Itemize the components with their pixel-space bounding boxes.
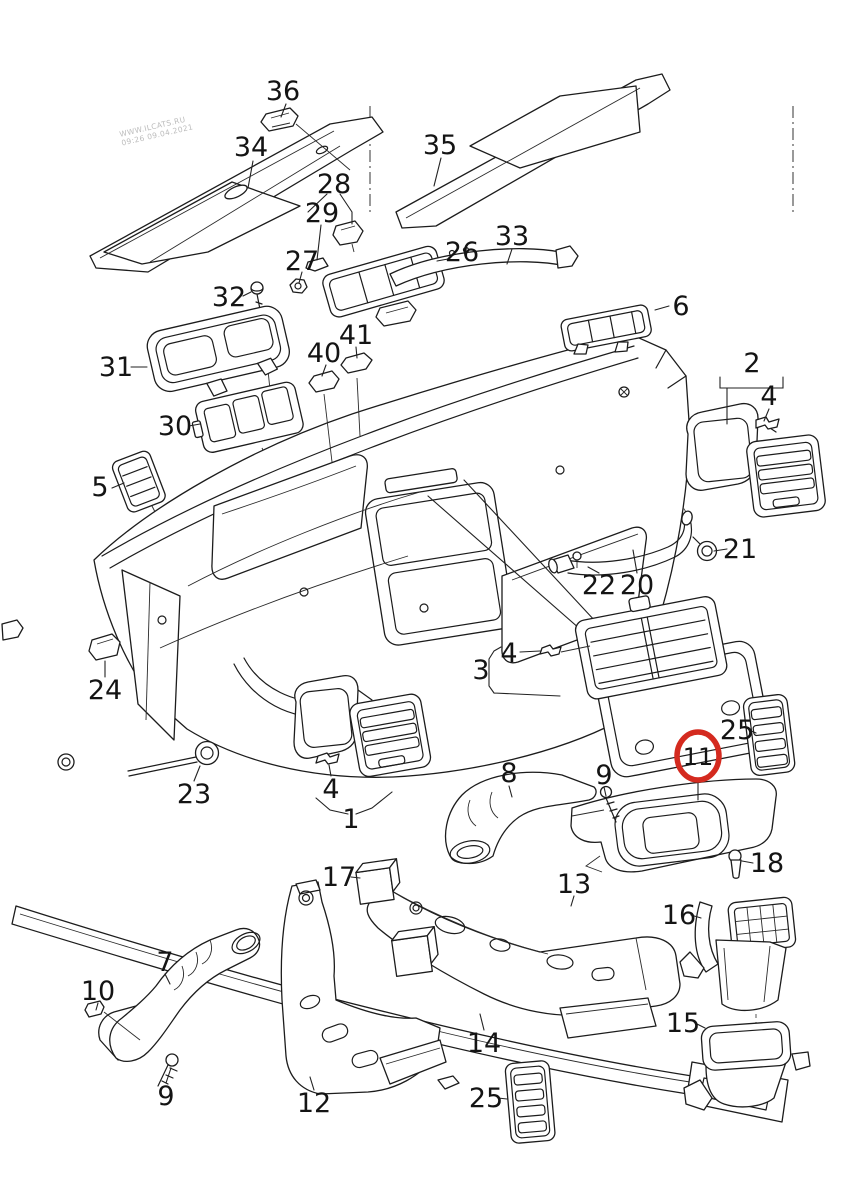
part-label-27[interactable]: 27 — [285, 246, 319, 277]
part-9-screw-right — [599, 785, 620, 823]
part-label-18[interactable]: 18 — [750, 848, 784, 879]
part-23-knob — [127, 740, 220, 777]
part-25-vent-bottom — [504, 1060, 556, 1144]
part-label-34[interactable]: 34 — [234, 132, 268, 163]
part-41-clip — [340, 352, 373, 437]
part-label-25a[interactable]: 25 — [720, 715, 754, 746]
part-1-vent-assembly — [293, 674, 432, 778]
part-label-32[interactable]: 32 — [212, 282, 246, 313]
part-4-clip-right — [755, 416, 780, 430]
part-label-40[interactable]: 40 — [307, 338, 341, 369]
part-label-2[interactable]: 2 — [743, 348, 760, 379]
watermark: WWW.ILCATS.RU 09:26 09.04.2021 — [119, 115, 195, 148]
part-label-10[interactable]: 10 — [81, 976, 115, 1007]
part-10-clip — [84, 1000, 141, 1041]
part-label-17[interactable]: 17 — [322, 862, 356, 893]
part-31-frame — [146, 305, 290, 397]
part-29-clip — [332, 220, 364, 253]
part-label-9b[interactable]: 9 — [157, 1081, 174, 1112]
part-40-clip — [308, 370, 340, 463]
part-label-16[interactable]: 16 — [662, 900, 696, 931]
part-12-side-duct — [280, 879, 447, 1095]
part-label-4a[interactable]: 4 — [760, 381, 777, 412]
part-20-hose — [565, 510, 693, 576]
part-label-29[interactable]: 29 — [305, 198, 339, 229]
part-label-9a[interactable]: 9 — [595, 760, 612, 791]
part-label-20[interactable]: 20 — [620, 570, 654, 601]
part-label-4b[interactable]: 4 — [322, 774, 339, 805]
part-label-36[interactable]: 36 — [266, 76, 300, 107]
part-label-1[interactable]: 1 — [342, 804, 359, 835]
part-4-clip-center — [539, 644, 562, 657]
part-label-7[interactable]: 7 — [156, 947, 173, 978]
part-label-12[interactable]: 12 — [297, 1088, 331, 1119]
leader-lines — [95, 103, 784, 1100]
part-label-30[interactable]: 30 — [158, 411, 192, 442]
part-30-housing — [191, 381, 304, 453]
part-2-vent-assembly — [685, 402, 826, 518]
part-label-25b[interactable]: 25 — [469, 1083, 503, 1114]
part-label-8[interactable]: 8 — [500, 758, 517, 789]
part-15-duct-elbow — [683, 1021, 811, 1111]
part-label-28[interactable]: 28 — [317, 169, 351, 200]
part-label-33[interactable]: 33 — [495, 221, 529, 252]
part-21-grommet — [692, 536, 718, 562]
part-label-13[interactable]: 13 — [557, 869, 591, 900]
part-34-cowl-grille — [89, 116, 384, 273]
part-label-5[interactable]: 5 — [91, 472, 108, 503]
part-8-curved-duct — [444, 771, 597, 865]
part-label-31[interactable]: 31 — [99, 352, 133, 383]
part-5-side-vent — [111, 450, 166, 513]
part-11-tray-panel — [570, 778, 777, 873]
part-label-24[interactable]: 24 — [88, 675, 122, 706]
highlighted-part-11[interactable]: 11 — [674, 729, 722, 783]
part-label-21[interactable]: 21 — [723, 534, 757, 565]
part-33-trim-strip — [389, 245, 579, 287]
part-35-cowl-grille — [395, 73, 671, 229]
part-label-35[interactable]: 35 — [423, 130, 457, 161]
part-18-push-pin — [728, 849, 742, 879]
part-label-15[interactable]: 15 — [666, 1008, 700, 1039]
part-dashboard-body — [1, 333, 691, 778]
part-17-foam-blocks — [355, 858, 439, 977]
part-label-26[interactable]: 26 — [445, 237, 479, 268]
part-22-connector — [548, 554, 575, 574]
part-label-23[interactable]: 23 — [177, 779, 211, 810]
part-label-14[interactable]: 14 — [467, 1028, 501, 1059]
part-3-center-vent — [539, 595, 771, 778]
part-16-console-vent — [679, 896, 797, 1011]
part-9-screw-left — [157, 1053, 179, 1087]
part-26-grille — [322, 245, 445, 327]
part-label-11[interactable]: 11 — [683, 743, 714, 771]
part-6-defrost-vent — [560, 304, 652, 355]
part-7-flex-duct — [98, 927, 261, 1063]
part-27-nut — [289, 257, 329, 294]
part-36-clip — [260, 107, 351, 171]
part-label-4c[interactable]: 4 — [500, 638, 517, 669]
part-24-clip — [88, 633, 121, 661]
part-13-floor-duct — [366, 889, 681, 1039]
part-label-22[interactable]: 22 — [582, 570, 616, 601]
part-4-clip-left — [315, 752, 340, 765]
part-25-vent-upper — [742, 693, 796, 777]
highlight-circle — [674, 729, 722, 783]
part-label-6[interactable]: 6 — [672, 291, 689, 322]
part-label-3[interactable]: 3 — [472, 655, 489, 686]
part-labels: 36 34 35 28 29 27 26 33 6 32 31 30 41 40… — [81, 76, 784, 1119]
part-label-41[interactable]: 41 — [339, 320, 373, 351]
